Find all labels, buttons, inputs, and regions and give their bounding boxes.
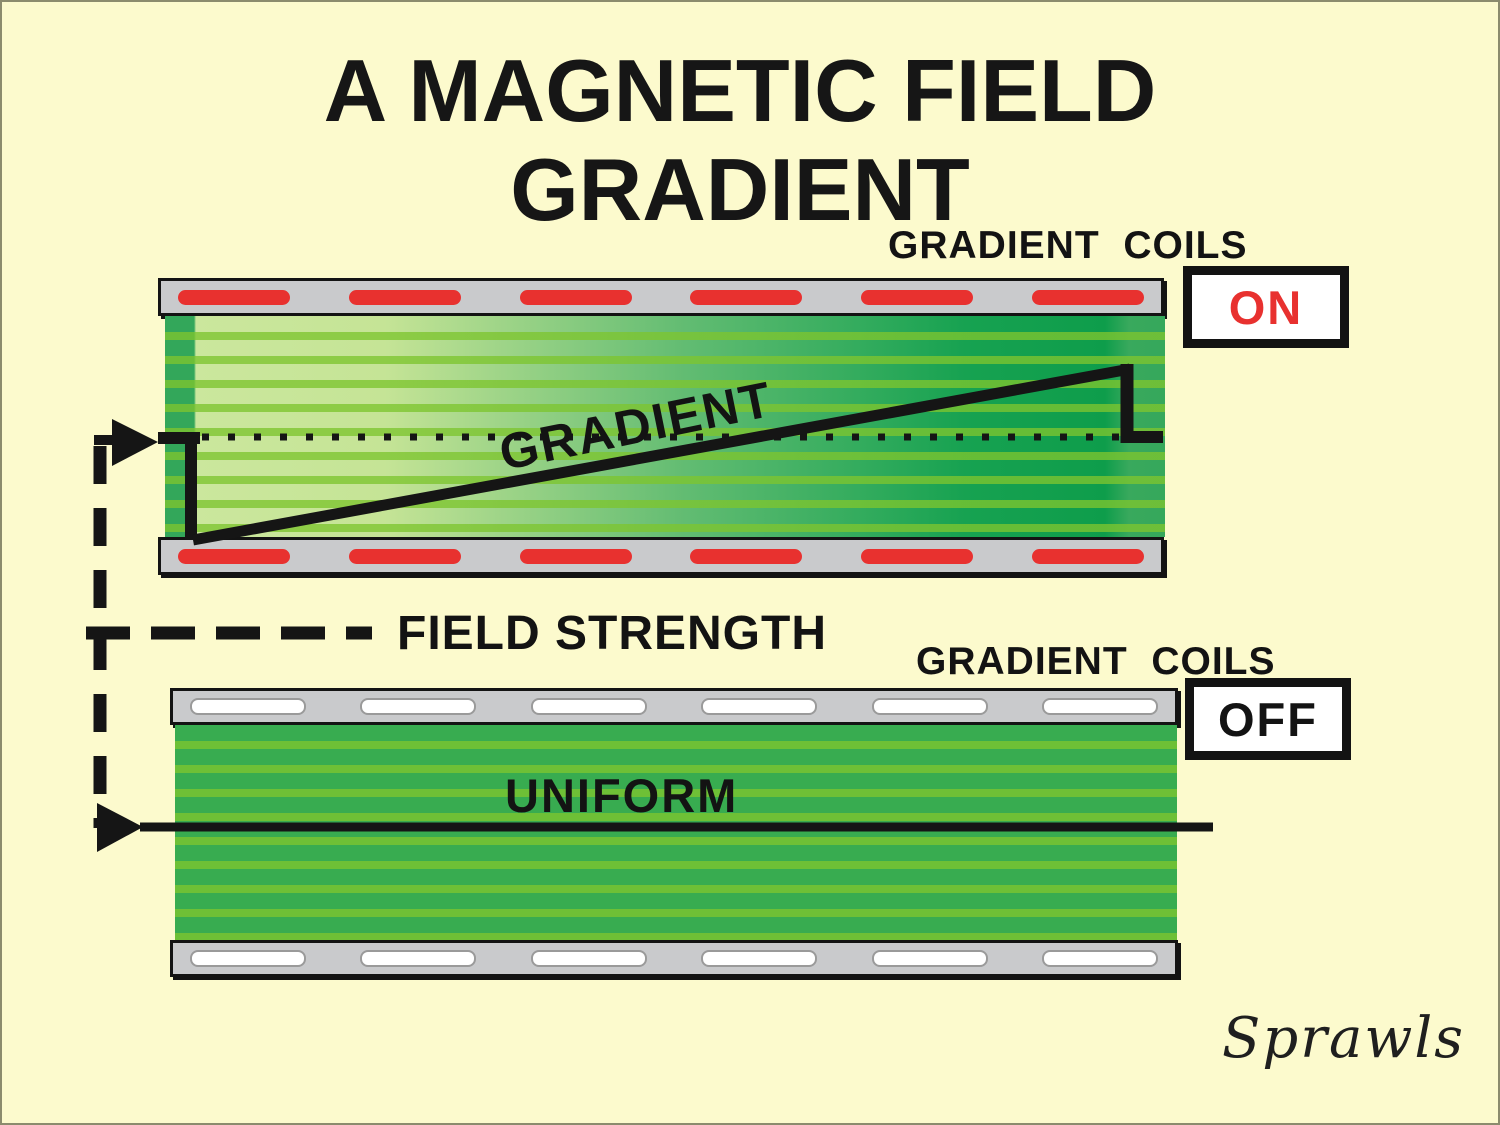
coil-segment-icon <box>348 289 461 305</box>
coil-segment-icon <box>701 698 818 715</box>
coil-segment-icon <box>871 950 988 967</box>
author-signature: Sprawls <box>1222 1006 1465 1071</box>
page-title-line1: A MAGNETIC FIELD <box>323 41 1157 140</box>
field-strength-label: FIELD STRENGTH <box>397 607 827 660</box>
gradient-coil-bar-bottom <box>158 537 1164 575</box>
coil-segment-icon <box>871 698 988 715</box>
gradient-coils-label-top: GRADIENT COILS <box>888 224 1248 267</box>
coil-segment-icon <box>348 548 461 564</box>
coil-segment-icon <box>861 289 974 305</box>
coil-segment-icon <box>178 289 290 305</box>
coil-segment-icon <box>178 548 290 564</box>
coil-segment-icon <box>1031 289 1144 305</box>
coil-segment-icon <box>519 548 632 564</box>
coil-segment-icon <box>190 950 306 967</box>
coil-segment-icon <box>190 698 306 715</box>
coil-segment-icon <box>690 548 803 564</box>
coil-segment-icon <box>701 950 818 967</box>
coil-segment-icon <box>1041 698 1158 715</box>
gradient-level-arrow-icon <box>112 419 158 466</box>
on-switch-label: ON <box>1228 280 1304 334</box>
uniform-level-arrow-icon <box>97 803 143 852</box>
gradient-coils-off-switch[interactable]: OFF <box>1185 678 1351 760</box>
coil-segment-icon <box>1041 950 1158 967</box>
uniform-field-label: UNIFORM <box>505 769 739 822</box>
coil-segment-icon <box>1031 548 1144 564</box>
gradient-coil-bar-top <box>158 278 1164 316</box>
gradient-coils-on-switch[interactable]: ON <box>1183 266 1349 348</box>
gradient-coils-label-bottom: GRADIENT COILS <box>916 640 1276 683</box>
page-title-line2: GRADIENT <box>510 139 970 239</box>
off-switch-label: OFF <box>1218 692 1318 746</box>
coil-segment-icon <box>519 289 632 305</box>
coil-segment-icon <box>360 950 477 967</box>
coil-segment-icon <box>360 698 477 715</box>
coil-segment-icon <box>861 548 974 564</box>
page-title: A MAGNETIC FIELD GRADIENT <box>0 41 1480 239</box>
coil-segment-icon <box>690 289 803 305</box>
uniform-field-region <box>175 725 1177 940</box>
coil-segment-icon <box>530 950 647 967</box>
uniform-coil-bar-top <box>170 688 1178 725</box>
uniform-coil-bar-bottom <box>170 940 1178 977</box>
coil-segment-icon <box>530 698 647 715</box>
